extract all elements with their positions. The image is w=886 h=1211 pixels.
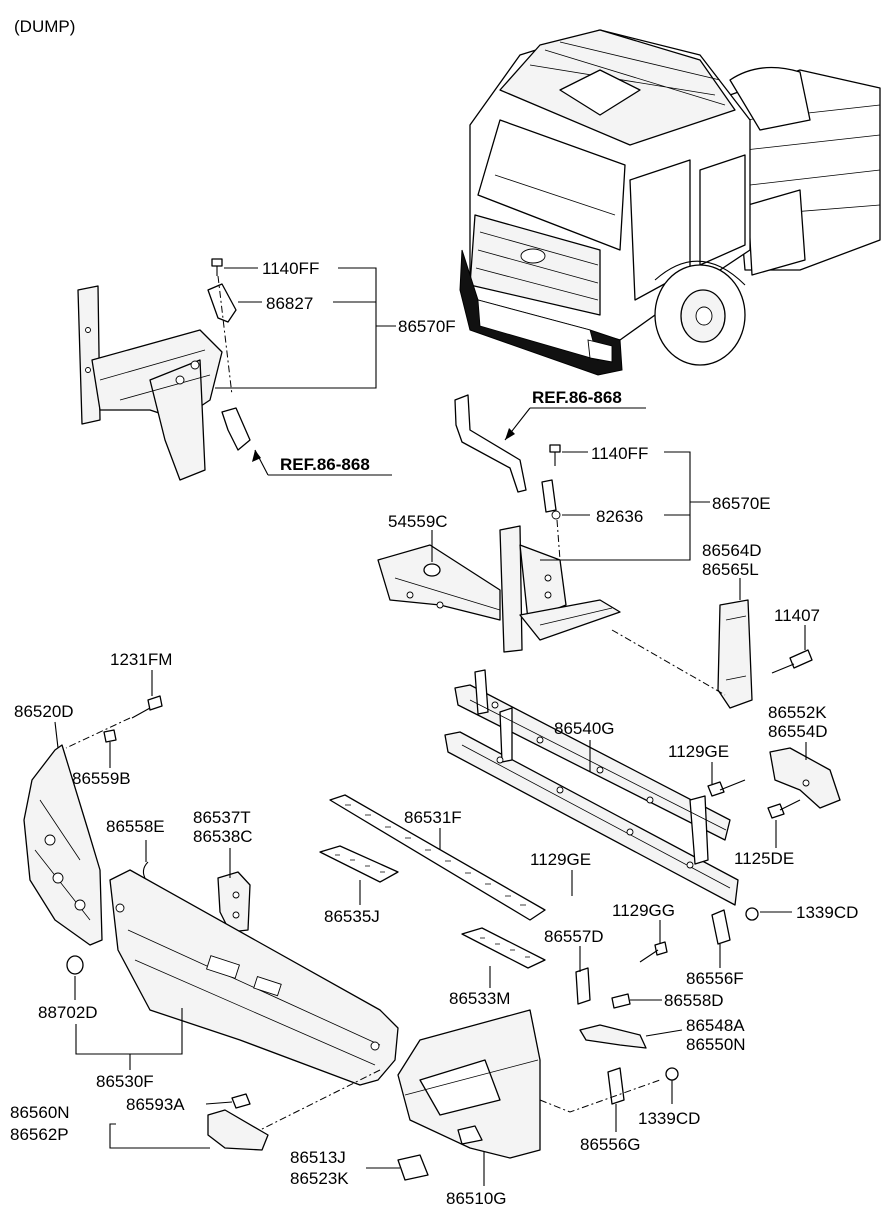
label-86556F: 86556F (686, 969, 744, 988)
label-86537T: 86537T (193, 808, 251, 827)
small-brackets (142, 861, 251, 933)
label-86552K: 86552K (768, 703, 827, 722)
label-86827: 86827 (266, 294, 313, 313)
label-86540G: 86540G (554, 719, 615, 738)
label-86562P: 86562P (10, 1125, 69, 1144)
label-54559C: 54559C (388, 512, 448, 531)
bumper-end-left (23, 695, 163, 946)
part-labels: 1140FF 86827 86570F REF.86-868 REF.86-86… (10, 259, 858, 1208)
label-86548A: 86548A (686, 1016, 745, 1035)
bumper-center (66, 869, 399, 1086)
label-86550N: 86550N (686, 1035, 746, 1054)
label-86554D: 86554D (768, 722, 828, 741)
label-86510G: 86510G (446, 1189, 507, 1208)
cross-member (444, 669, 739, 906)
label-1129GE-upper: 1129GE (668, 742, 729, 761)
label-86530F: 86530F (96, 1072, 154, 1091)
label-86560N: 86560N (10, 1103, 70, 1122)
label-86564D: 86564D (702, 541, 762, 560)
label-86559B: 86559B (72, 769, 131, 788)
label-1339CD-upper: 1339CD (796, 903, 858, 922)
label-82636: 82636 (596, 507, 643, 526)
label-86523K: 86523K (290, 1169, 349, 1188)
bumper-bracket-right (707, 747, 841, 819)
label-86565L: 86565L (702, 560, 759, 579)
bracket-assembly-left (77, 258, 251, 481)
label-1140FF-center: 1140FF (591, 444, 648, 463)
side-cover-piece (611, 599, 813, 709)
label-ref-left: REF.86-868 (280, 455, 370, 474)
label-88702D: 88702D (38, 1003, 98, 1022)
label-86570F: 86570F (398, 317, 456, 336)
truck-illustration (459, 29, 881, 376)
label-11407: 11407 (774, 606, 820, 625)
label-86535J: 86535J (324, 907, 380, 926)
small-hardware-right (259, 907, 759, 1131)
bracket-assembly-center (377, 394, 621, 653)
label-86558D: 86558D (664, 991, 724, 1010)
leader-lines (54, 267, 807, 1186)
variant-title: (DUMP) (14, 17, 75, 36)
label-86593A: 86593A (126, 1095, 185, 1114)
bumper-end-right (207, 1009, 541, 1181)
label-86520D: 86520D (14, 702, 74, 721)
label-86556G: 86556G (580, 1135, 641, 1154)
label-86513J: 86513J (290, 1148, 346, 1167)
label-1129GG: 1129GG (612, 901, 675, 920)
label-86557D: 86557D (544, 927, 604, 946)
label-1339CD-lower: 1339CD (638, 1109, 700, 1128)
label-86533M: 86533M (449, 989, 510, 1008)
label-1129GE-lower: 1129GE (530, 850, 591, 869)
label-ref-right: REF.86-868 (532, 388, 622, 407)
label-1140FF-left: 1140FF (262, 259, 319, 278)
label-86570E: 86570E (712, 494, 771, 513)
label-86531F: 86531F (404, 808, 462, 827)
label-1125DE: 1125DE (734, 849, 794, 868)
label-86538C: 86538C (193, 827, 253, 846)
label-86558E: 86558E (106, 817, 165, 836)
step-plates (319, 794, 546, 969)
label-1231FM: 1231FM (110, 650, 172, 669)
